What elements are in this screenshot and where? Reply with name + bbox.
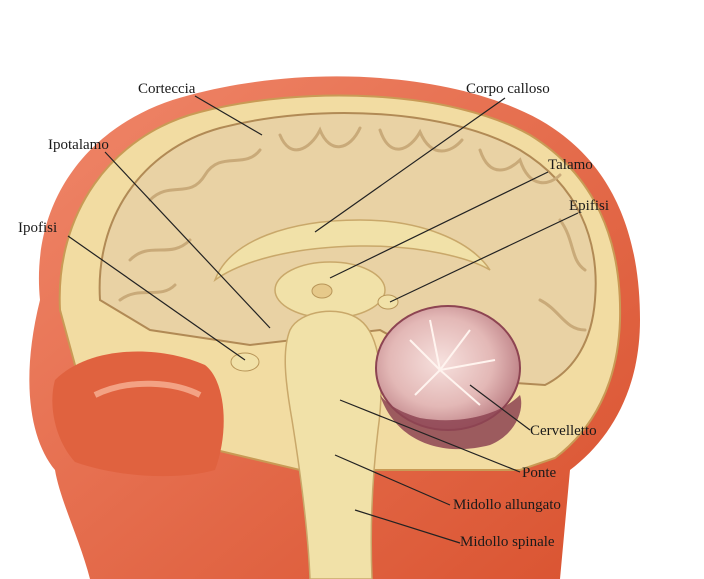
leader-lines — [67, 95, 579, 544]
label-cervelletto: Cervelletto — [530, 423, 597, 439]
arbor-vitae — [409, 319, 496, 406]
label-midollo-allungato: Midollo allungato — [453, 497, 561, 513]
palate-highlight — [93, 380, 202, 398]
leader-ipotalamo — [104, 151, 271, 329]
leader-ipofisi — [67, 235, 246, 361]
label-epifisi: Epifisi — [569, 198, 609, 214]
corpus-callosum — [213, 219, 491, 283]
cerebellum-lower — [380, 395, 522, 450]
leader-epifisi — [389, 212, 579, 303]
thalamus-nucleus — [311, 283, 333, 299]
pineal — [377, 294, 399, 310]
nasal-cavity — [52, 351, 224, 477]
leader-cervelletto — [469, 384, 531, 431]
label-ponte: Ponte — [522, 465, 557, 481]
label-talamo: Talamo — [548, 157, 593, 173]
leader-corteccia — [194, 95, 263, 136]
leader-ponte — [339, 399, 521, 473]
leader-talamo — [329, 171, 549, 279]
label-corpo-calloso: Corpo calloso — [466, 81, 550, 97]
label-ipotalamo: Ipotalamo — [48, 137, 109, 153]
label-corteccia: Corteccia — [138, 81, 196, 97]
pituitary — [230, 352, 260, 372]
brainstem — [284, 310, 382, 579]
leader-midollo-spinale — [354, 509, 461, 544]
label-ipofisi: Ipofisi — [18, 220, 58, 236]
label-midollo-spinale: Midollo spinale — [460, 534, 555, 550]
leader-corpo-calloso — [314, 97, 506, 233]
leader-midollo-allungato — [334, 454, 451, 506]
